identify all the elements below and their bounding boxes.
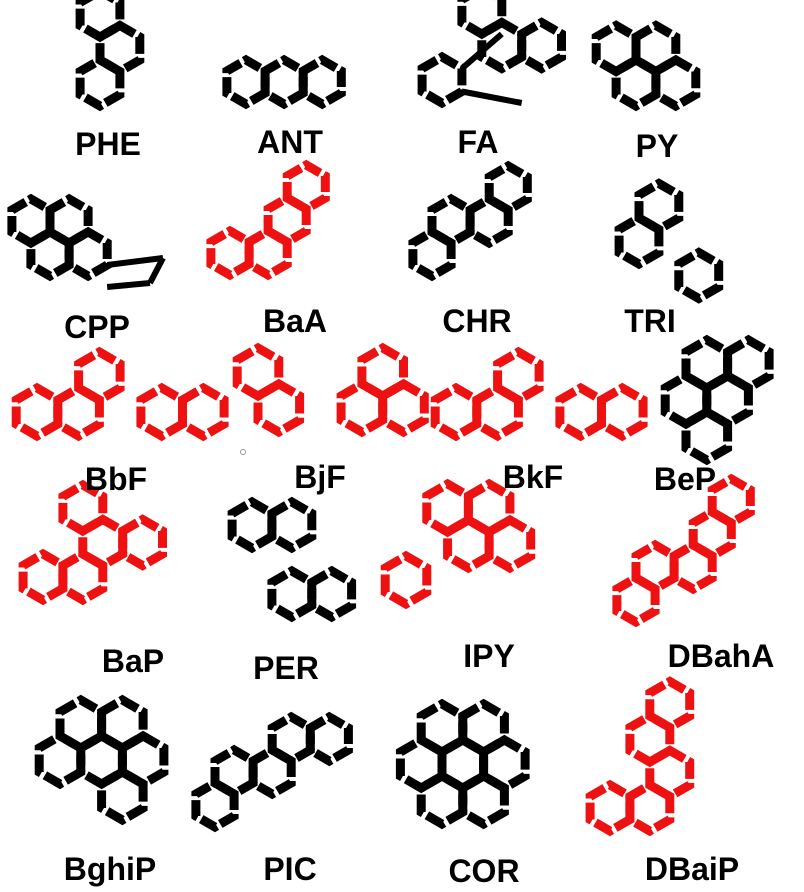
label-cor: COR: [448, 853, 519, 889]
molecule-fa: [417, 0, 566, 109]
bond-cpp-2: [106, 280, 151, 290]
bond-fa-0: [461, 88, 523, 106]
ring-py-3: [591, 20, 641, 77]
ring-bjf-4: [357, 342, 408, 402]
ring-per-3: [307, 565, 357, 623]
ring-dbaip-4: [645, 676, 695, 733]
ring-ipy-4: [463, 478, 515, 538]
stray-dot: [240, 449, 246, 455]
ring-bbf-0: [11, 382, 63, 442]
ring-per-0: [227, 496, 277, 554]
label-chr: CHR: [442, 303, 511, 339]
molecule-phe: [75, 0, 145, 112]
molecule-bjf: [232, 342, 429, 438]
ring-fa-2: [517, 17, 566, 74]
ring-pic-1: [210, 744, 258, 800]
ring-pic-4: [305, 711, 353, 767]
ring-dbaip-0: [585, 779, 635, 837]
ring-fa-0: [417, 51, 467, 109]
ring-bghip-5: [97, 766, 148, 826]
ring-bkf-2: [493, 346, 544, 406]
ring-tri-1: [634, 178, 684, 235]
label-ant: ANT: [257, 124, 323, 160]
bond-fa-1: [459, 31, 504, 71]
label-dbaip: DBaiP: [645, 851, 739, 887]
label-bap: BaP: [102, 643, 164, 679]
bond-cpp-0: [106, 255, 164, 268]
ring-ant-2: [298, 54, 346, 110]
label-tri: TRI: [624, 303, 676, 339]
ring-baa-0: [206, 225, 254, 281]
ring-bkf-0: [430, 382, 482, 442]
ring-baa-3: [282, 159, 330, 215]
label-phe: PHE: [75, 126, 141, 162]
label-ipy: IPY: [463, 638, 515, 674]
ring-bep-2: [681, 334, 733, 394]
molecule-bbf: [11, 346, 229, 442]
molecule-dbaha: [612, 473, 755, 628]
ring-chr-1: [427, 193, 475, 249]
molecule-ipy: [380, 478, 536, 610]
ring-dbaha-4: [707, 473, 755, 529]
label-bghip: BghiP: [64, 851, 156, 887]
molecule-ant: [222, 54, 346, 110]
ring-bbf-4: [178, 382, 229, 442]
label-cpp: CPP: [64, 309, 130, 345]
ring-bap-4: [58, 479, 108, 537]
molecule-structures: [7, 0, 774, 837]
label-baa: BaA: [263, 303, 327, 339]
ring-cpp-2: [45, 193, 93, 249]
ring-bep-4: [723, 334, 774, 394]
bond-cpp-1: [147, 256, 166, 285]
molecule-py: [591, 20, 701, 112]
ring-bap-0: [18, 548, 68, 606]
label-bjf: BjF: [294, 459, 346, 495]
label-fa: FA: [458, 124, 499, 160]
molecule-bap: [18, 479, 167, 606]
label-pic: PIC: [263, 851, 316, 887]
ring-ipy-3: [422, 478, 473, 538]
label-dbaha: DBahA: [668, 638, 775, 674]
ring-pic-3: [267, 711, 315, 767]
molecule-chr: [408, 160, 532, 282]
ring-bkf-3: [555, 382, 606, 442]
molecule-pic: [191, 711, 353, 833]
molecule-cpp: [7, 193, 166, 290]
molecule-dbaip: [585, 676, 695, 837]
label-py: PY: [636, 128, 679, 164]
molecule-bkf: [430, 346, 648, 442]
ring-chr-3: [484, 160, 532, 216]
molecule-tri: [614, 178, 724, 304]
ring-cpp-3: [7, 193, 55, 249]
label-per: PER: [253, 650, 319, 686]
ring-bbf-2: [74, 346, 125, 406]
molecule-cor: [395, 698, 530, 830]
ring-bbf-3: [136, 382, 187, 442]
ring-ant-1: [260, 54, 308, 110]
ring-bap-3: [118, 514, 167, 571]
ring-per-2: [267, 565, 317, 623]
label-bep: BeP: [654, 461, 716, 497]
molecule-bep: [660, 334, 774, 466]
ring-ant-0: [222, 54, 270, 110]
ring-fa-3: [457, 0, 507, 40]
molecule-per: [227, 496, 357, 623]
ring-bjf-1: [253, 378, 305, 438]
label-bbf: BbF: [85, 461, 147, 497]
ring-bep-3: [681, 406, 733, 466]
ring-phe-2: [75, 0, 125, 43]
ring-dbaha-1: [631, 539, 679, 595]
ring-tri-2: [674, 247, 724, 304]
label-bkf: BkF: [503, 459, 563, 495]
molecule-baa: [206, 159, 330, 281]
ring-cor-6: [437, 734, 489, 794]
ring-per-1: [267, 496, 317, 554]
ring-py-2: [631, 20, 681, 77]
ring-ipy-0: [380, 550, 432, 610]
ring-bkf-4: [597, 382, 648, 442]
molecule-bghip: [34, 694, 169, 826]
